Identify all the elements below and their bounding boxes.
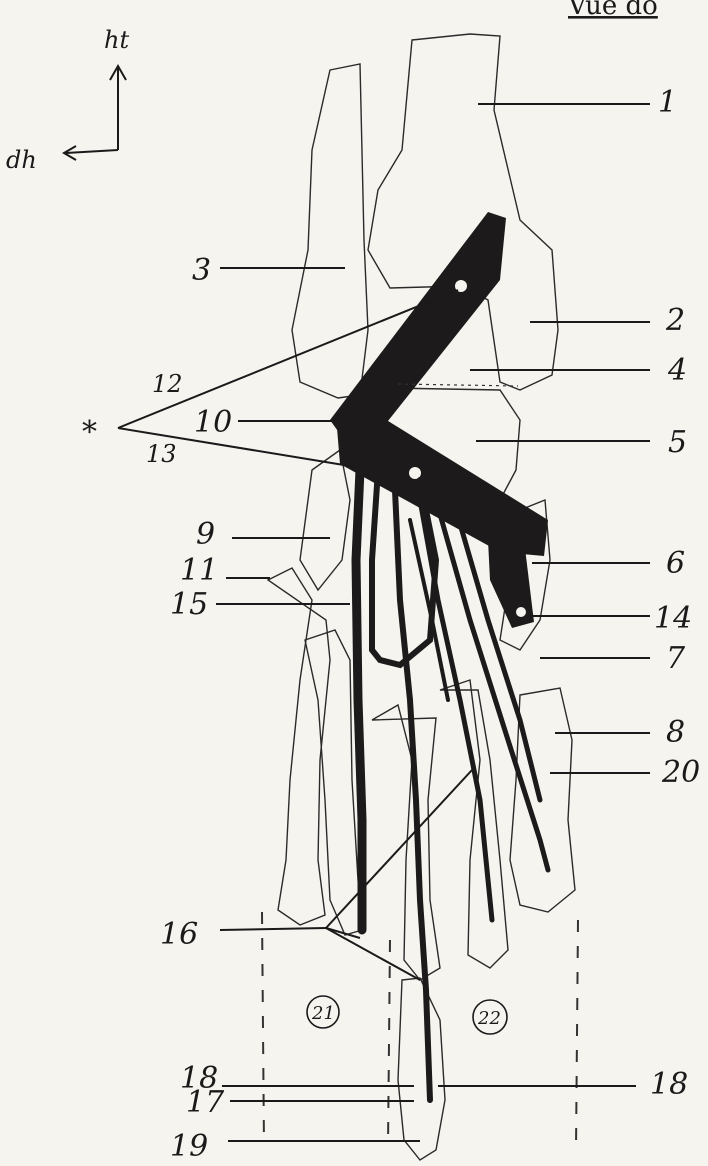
star-marker: * [82, 415, 97, 450]
metatarsal-4-outline [440, 680, 508, 968]
label-3: 3 [192, 253, 211, 288]
label-13: 13 [146, 440, 177, 468]
zone-22-label: 22 [477, 1008, 501, 1029]
label-4: 4 [667, 353, 687, 388]
calcaneus-outline [300, 450, 350, 590]
lower-band [336, 416, 548, 556]
label-12: 12 [152, 370, 183, 398]
label-11: 11 [180, 553, 218, 588]
label-20: 20 [661, 755, 700, 790]
label-9: 9 [196, 517, 215, 552]
view-title: Vue do [567, 0, 658, 21]
label-16: 16 [160, 917, 198, 952]
label-5: 5 [668, 425, 687, 460]
label-1: 1 [658, 85, 677, 120]
label-6: 6 [666, 546, 685, 581]
label-15: 15 [170, 587, 208, 622]
zone-labels: 21 22 [307, 996, 507, 1034]
label-10: 10 [194, 405, 232, 440]
label-8: 8 [666, 715, 685, 750]
orientation-indicator: ht dh [6, 26, 129, 174]
label-14: 14 [654, 601, 692, 636]
upper-band [330, 212, 506, 436]
zone-21-label: 21 [311, 1003, 335, 1024]
label-18-right: 18 [650, 1067, 688, 1102]
phalanx-outline [398, 978, 445, 1160]
number-labels: 1 2 3 4 5 6 7 8 9 10 11 12 13 14 15 16 1… [146, 85, 700, 1164]
band-hole-lateral [516, 607, 526, 617]
label-7: 7 [666, 641, 686, 676]
label-18-left: 18 [180, 1061, 218, 1096]
up-label: ht [104, 26, 129, 54]
label-19: 19 [170, 1129, 208, 1164]
fibula-outline [292, 64, 368, 398]
label-2: 2 [665, 303, 685, 338]
side-label: dh [6, 146, 37, 174]
